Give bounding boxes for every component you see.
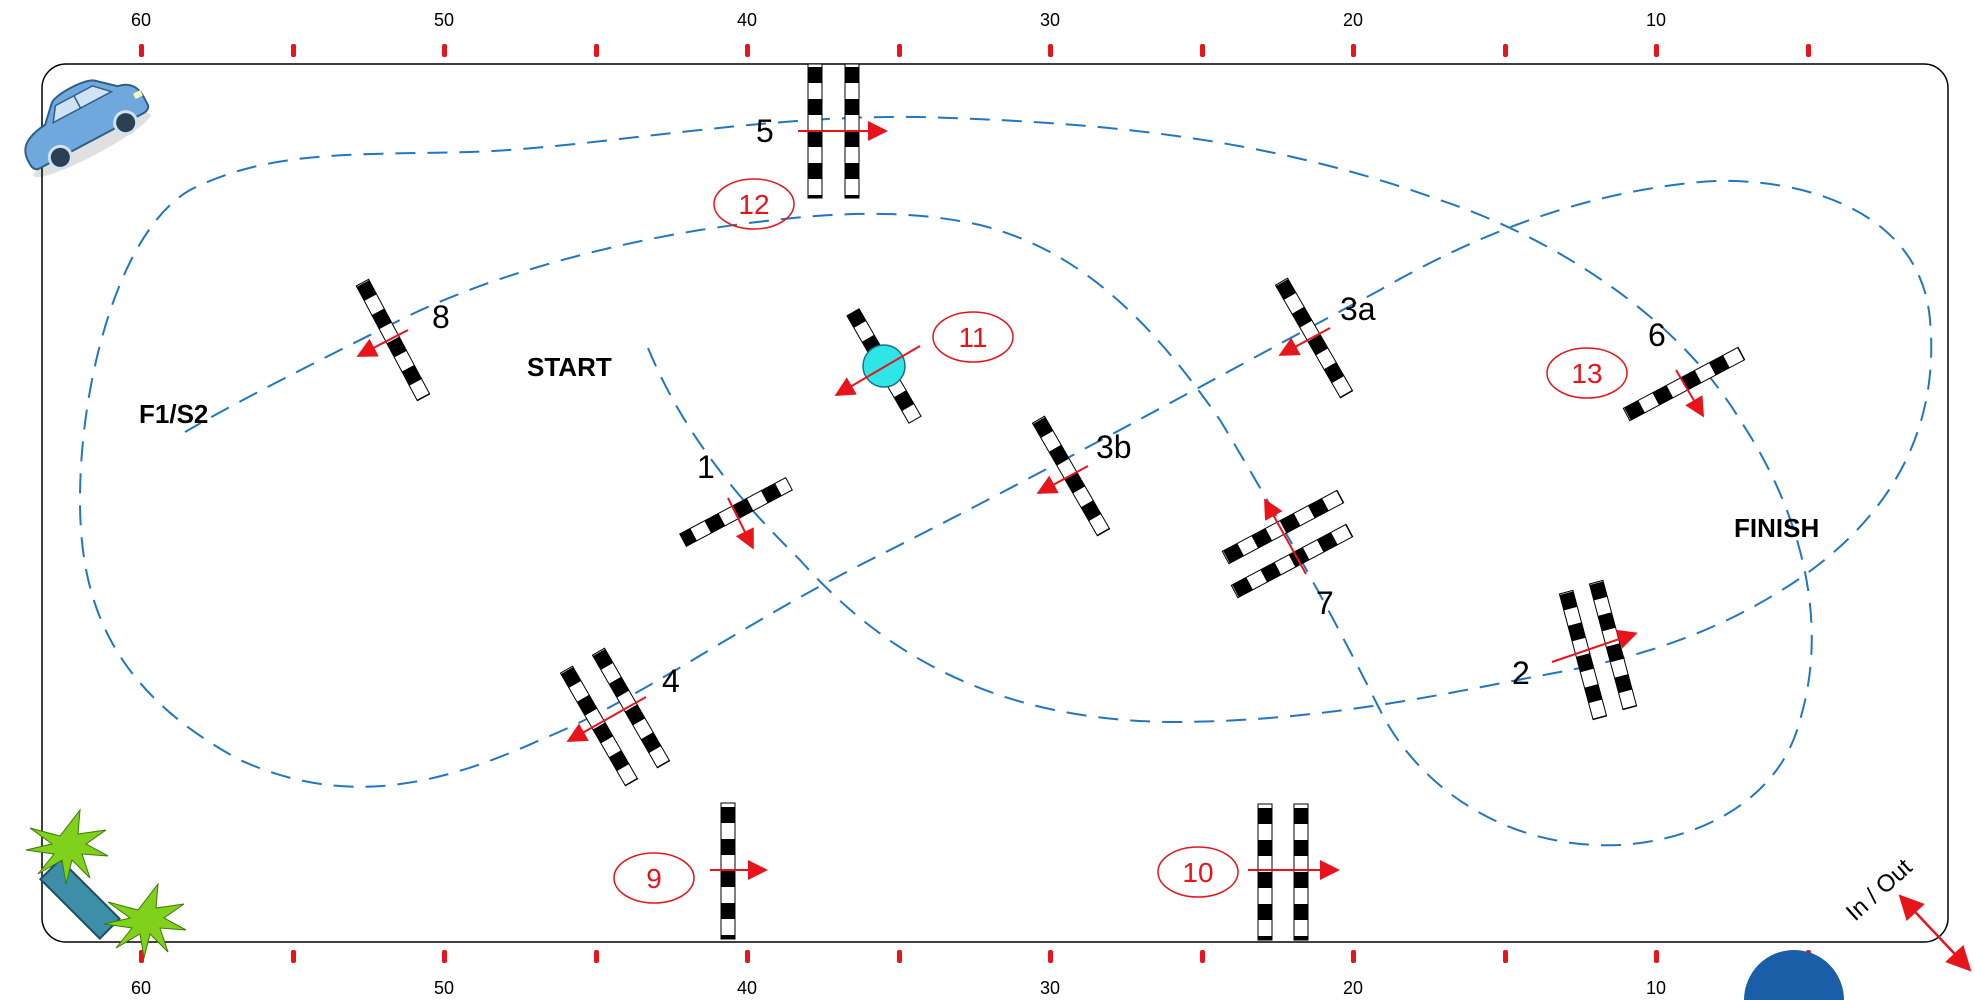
gate-9: 9 (613, 802, 768, 940)
scale-tick-bottom-30: 30 (1040, 978, 1060, 998)
gate-4-label: 4 (662, 663, 680, 699)
scale-tick-bottom-50: 50 (434, 978, 454, 998)
gate-3b-label: 3b (1096, 429, 1132, 465)
gate-10-marker (1157, 846, 1239, 898)
gate-4: 4 (559, 647, 680, 787)
course-border (41, 63, 1949, 943)
gate-7: 7 (1221, 489, 1354, 621)
finish-label: FINISH (1734, 513, 1819, 543)
gate-8: 8 (355, 278, 450, 402)
gate-3b: 3b (1031, 415, 1132, 537)
gate-9-marker (613, 852, 695, 904)
gate-7-label: 7 (1316, 585, 1334, 621)
gate-13-label: 13 (1571, 358, 1602, 389)
gate-8-label: 8 (432, 299, 450, 335)
bottom-scale: 60 50 40 30 20 10 (131, 950, 1811, 998)
gate-10-label: 10 (1182, 857, 1213, 888)
gate-13: 13 (1546, 347, 1628, 399)
f1s2-label: F1/S2 (139, 399, 208, 429)
palm-planter-icon (25, 808, 187, 959)
gate-2: 2 (1512, 579, 1638, 721)
gate-6-label: 6 (1648, 317, 1666, 353)
gate-11: 11 (834, 308, 1014, 424)
gate-1: 1 (679, 449, 793, 550)
in-out-label: In / Out (1841, 854, 1918, 927)
scale-tick-top-50: 50 (434, 10, 454, 30)
gate-10: 10 (1157, 803, 1340, 941)
car-icon (24, 79, 151, 178)
gate-3a: 3a (1274, 277, 1376, 399)
gate-6: 6 (1622, 317, 1746, 422)
scale-tick-top-10: 10 (1646, 10, 1666, 30)
gate-3a-label: 3a (1340, 291, 1376, 327)
logo-partial (1744, 950, 1844, 1000)
scale-tick-bottom-40: 40 (737, 978, 757, 998)
start-label: START (527, 352, 612, 382)
gate-12: 12 (713, 178, 795, 230)
gate-1-label: 1 (697, 449, 715, 485)
scale-tick-bottom-10: 10 (1646, 978, 1666, 998)
gate-9-label: 9 (646, 863, 662, 894)
gate-2-label: 2 (1512, 655, 1530, 691)
driving-path (78, 115, 1933, 847)
scale-tick-bottom-20: 20 (1343, 978, 1363, 998)
gate-5-label: 5 (756, 113, 774, 149)
gate-13-marker (1546, 347, 1628, 399)
scale-tick-top-40: 40 (737, 10, 757, 30)
gate-11-label: 11 (958, 322, 987, 353)
gate-11-marker (932, 311, 1014, 363)
gate-5: 5 (756, 63, 888, 199)
scale-tick-top-30: 30 (1040, 10, 1060, 30)
top-scale: 60 50 40 30 20 10 (131, 10, 1811, 57)
scale-tick-bottom-60: 60 (131, 978, 151, 998)
scale-tick-top-60: 60 (131, 10, 151, 30)
scale-tick-top-20: 20 (1343, 10, 1363, 30)
in-out-marker: In / Out (1841, 854, 1972, 972)
gate-12-label: 12 (738, 189, 769, 220)
gate-12-marker (713, 178, 795, 230)
